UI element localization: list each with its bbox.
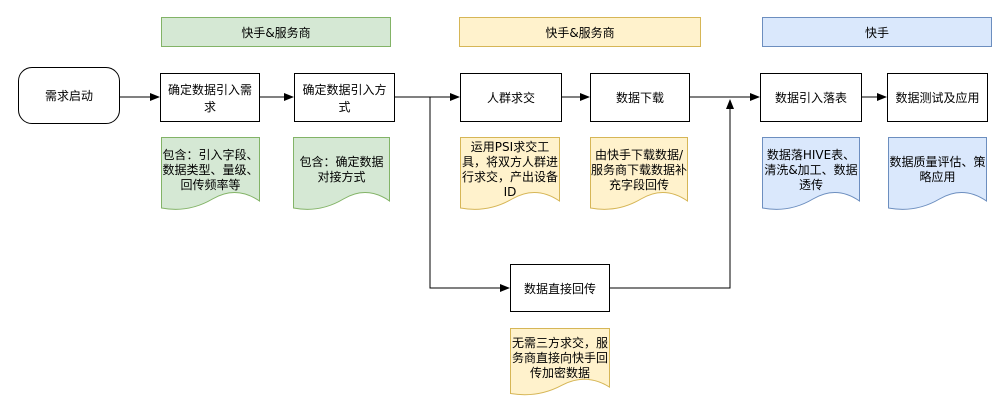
node-audience-intersection: 人群求交 bbox=[460, 73, 562, 122]
note-quality-eval-detail: 数据质量评估、策略应用 bbox=[888, 137, 987, 215]
node-data-test-and-apply: 数据测试及应用 bbox=[887, 73, 988, 122]
note-download-detail: 由快手下载数据/服务商下载数据补充字段回传 bbox=[590, 137, 688, 215]
note-import-method-detail: 包含：确定数据对接方式 bbox=[293, 137, 390, 215]
note-text: 由快手下载数据/服务商下载数据补充字段回传 bbox=[591, 147, 688, 192]
note-text: 包含：引入字段、数据类型、量级、回传频率等 bbox=[162, 147, 259, 192]
node-direct-data-return: 数据直接回传 bbox=[510, 264, 610, 312]
document-shape-icon bbox=[293, 137, 390, 215]
node-data-download: 数据下载 bbox=[590, 73, 690, 122]
lane-header-kuaishou-service-provider-1: 快手&服务商 bbox=[161, 17, 391, 47]
document-shape-icon bbox=[161, 137, 260, 215]
note-hive-table-detail: 数据落HIVE表、清洗&加工、数据透传 bbox=[762, 137, 860, 215]
note-text: 无需三方求交，服务商直接向快手回传加密数据 bbox=[511, 335, 608, 380]
document-shape-icon bbox=[510, 328, 610, 400]
document-shape-icon bbox=[762, 137, 860, 215]
note-text: 包含：确定数据对接方式 bbox=[299, 155, 384, 184]
note-text: 运用PSI求交工具，将双方人群进行求交，产出设备ID bbox=[461, 140, 558, 199]
note-text: 数据质量评估、策略应用 bbox=[889, 155, 986, 184]
note-direct-return-detail: 无需三方求交，服务商直接向快手回传加密数据 bbox=[510, 328, 610, 400]
start-node-demand-kickoff: 需求启动 bbox=[18, 67, 120, 124]
lane-header-kuaishou-service-provider-2: 快手&服务商 bbox=[459, 17, 701, 47]
node-data-import-to-table: 数据引入落表 bbox=[760, 73, 862, 122]
note-text: 数据落HIVE表、清洗&加工、数据透传 bbox=[764, 147, 858, 192]
node-define-import-requirements: 确定数据引入需求 bbox=[160, 73, 260, 122]
node-define-import-method: 确定数据引入方式 bbox=[294, 73, 395, 122]
lane-header-kuaishou: 快手 bbox=[762, 17, 992, 47]
document-shape-icon bbox=[888, 137, 987, 215]
note-psi-tool-detail: 运用PSI求交工具，将双方人群进行求交，产出设备ID bbox=[460, 137, 560, 215]
note-import-requirements-detail: 包含：引入字段、数据类型、量级、回传频率等 bbox=[161, 137, 260, 215]
